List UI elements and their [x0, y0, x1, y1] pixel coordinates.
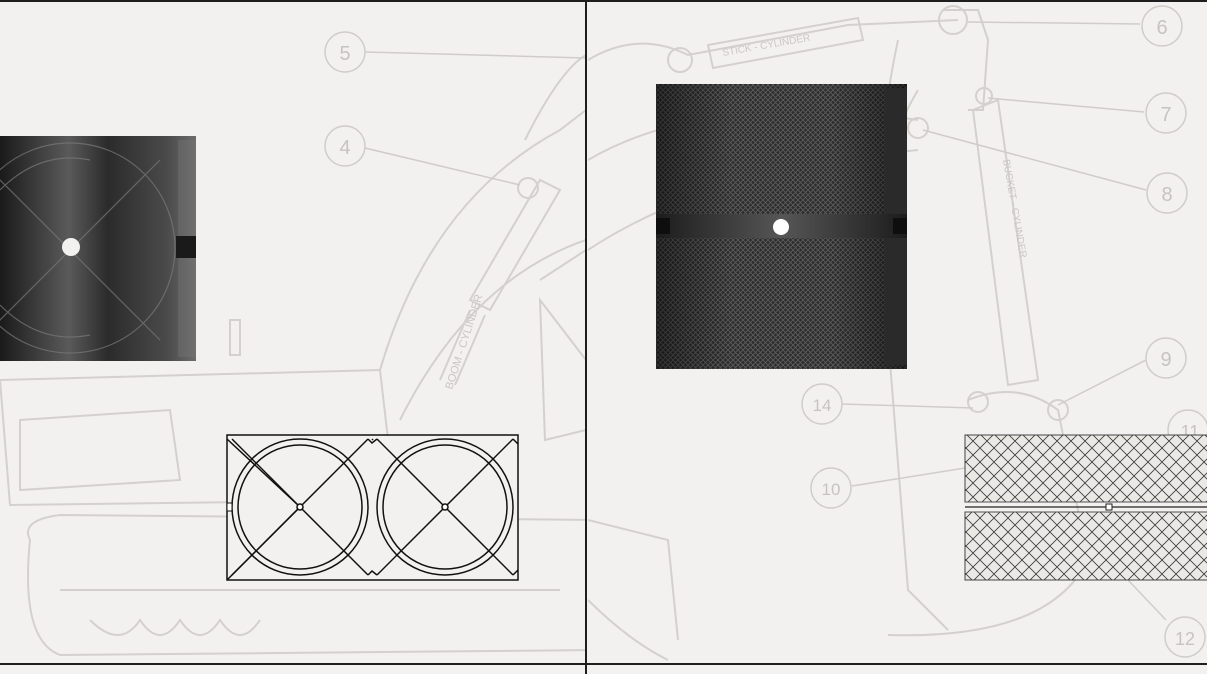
callout-14-label: 14: [813, 396, 832, 415]
panel-divider: [585, 0, 587, 674]
stick-cylinder-label: STICK - CYLINDER: [722, 33, 811, 59]
lube-hole: [773, 219, 789, 235]
lube-hole: [62, 238, 80, 256]
frame-bottom: [0, 663, 1207, 665]
callout-12: 12: [1127, 579, 1206, 658]
callout-10: 10: [810, 467, 966, 509]
knurl-pattern-drawing: [964, 434, 1207, 581]
bucket-cylinder-label: BUCKET - CYLINDER: [1000, 159, 1028, 259]
excavator-sketch-left: [0, 54, 586, 657]
callout-4: 4: [324, 125, 521, 186]
bushing-knurled: [656, 84, 907, 369]
right-diagram: STICK - CYLINDER BUCKET - CYLINDER 6 7: [588, 5, 1207, 661]
bushing-grooved-left: [0, 136, 196, 361]
callout-5-label: 5: [339, 43, 350, 65]
left-diagram: 5 4 BOOM - CYLINDER: [0, 31, 586, 657]
callout-12-label: 12: [1175, 629, 1195, 649]
callout-9: 9: [1057, 337, 1187, 406]
callouts-left: 5 4: [324, 31, 586, 186]
callout-6-label: 6: [1156, 17, 1167, 39]
panel-left: 5 4 BOOM - CYLINDER: [0, 0, 586, 674]
callout-7-label: 7: [1160, 104, 1171, 126]
groove-pattern-drawing: [226, 434, 519, 581]
callout-9-label: 9: [1160, 349, 1171, 371]
frame-top: [0, 0, 1207, 2]
callout-5: 5: [324, 31, 586, 73]
callout-4-label: 4: [339, 137, 350, 159]
callout-6: 6: [967, 5, 1183, 47]
callout-8: 8: [922, 129, 1188, 214]
callout-14: 14: [801, 383, 974, 425]
callout-10-label: 10: [822, 480, 841, 499]
callout-7: 7: [987, 92, 1187, 134]
callout-8-label: 8: [1161, 184, 1172, 206]
panel-right: STICK - CYLINDER BUCKET - CYLINDER 6 7: [588, 0, 1207, 674]
callouts-right: 6 7 8 9: [801, 5, 1207, 658]
